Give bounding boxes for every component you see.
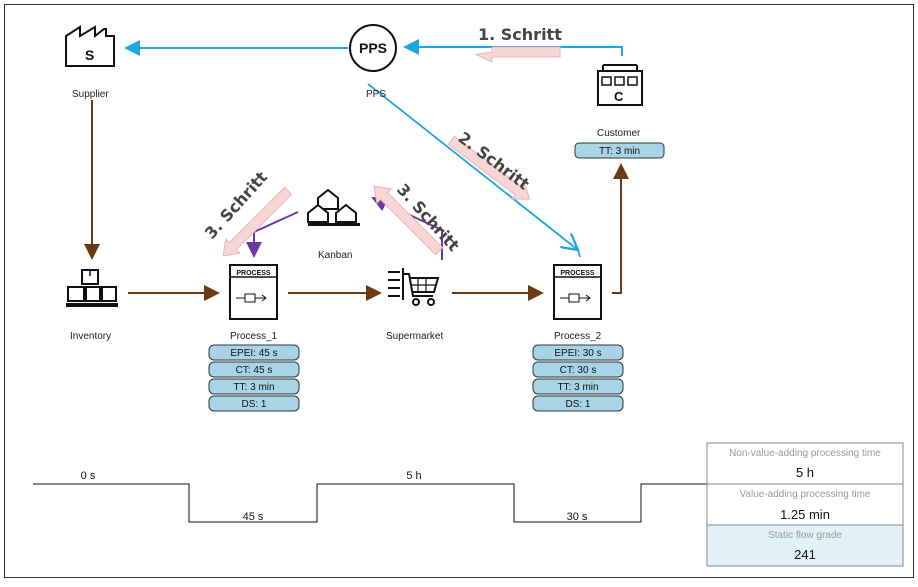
process1-attr-text: CT: 45 s — [236, 365, 273, 376]
info-line-pps-to-process2 — [367, 83, 578, 250]
canvas-border — [4, 4, 914, 578]
process2-attr-text: TT: 3 min — [557, 382, 598, 393]
process-arrow-icon — [560, 293, 591, 303]
kanban-node[interactable]: Kanban — [307, 188, 360, 261]
process2-box — [553, 264, 602, 320]
step1-label: 1. Schritt — [478, 25, 562, 44]
process2-attr-box — [532, 378, 624, 395]
customer-letter: C — [614, 89, 624, 104]
process2-header: PROCESS — [560, 270, 595, 277]
process1-attr-text: TT: 3 min — [233, 382, 274, 393]
process2-attr-box — [532, 344, 624, 361]
process1-header: PROCESS — [236, 270, 271, 277]
kanban-icon — [307, 188, 360, 226]
factory-icon: S — [65, 25, 115, 67]
flow-label: Static flow grade — [768, 530, 842, 541]
timeline-line — [33, 483, 707, 523]
summary-panel: Non-value-adding processing time 5 h Val… — [706, 442, 904, 567]
step3-left-arrow — [222, 186, 293, 257]
va-value: 1.25 min — [780, 507, 830, 522]
nva-value: 5 h — [796, 465, 814, 480]
process2-attr-text: EPEI: 30 s — [554, 348, 601, 359]
process1-attr-box — [208, 395, 300, 412]
timeline-label-1: 0 s — [81, 470, 96, 482]
pps-circle-icon — [349, 24, 397, 72]
material-flow-lines — [84, 100, 629, 301]
step2-arrow — [447, 135, 531, 200]
pps-node[interactable]: PPS PPS — [349, 24, 397, 100]
nva-cell — [706, 442, 904, 485]
process1-attr-box — [208, 378, 300, 395]
process1-attr-text: DS: 1 — [241, 399, 266, 410]
timeline: 0 s 45 s 5 h 30 s — [33, 470, 707, 523]
supplier-label: Supplier — [72, 89, 109, 100]
process1-attr-box — [208, 344, 300, 361]
process1-node[interactable]: PROCESS Process_1 EPEI: 45 s CT: 45 s TT: … — [208, 264, 300, 412]
info-line-customer-to-pps — [403, 39, 623, 56]
customer-icon: C — [597, 64, 643, 106]
pps-label: PPS — [366, 89, 386, 100]
process2-attr-text: DS: 1 — [565, 399, 590, 410]
inventory-label: Inventory — [70, 331, 111, 342]
process2-attr-box — [532, 361, 624, 378]
timeline-label-2: 45 s — [243, 511, 264, 523]
process2-attr-box — [532, 395, 624, 412]
step3-left-label: 3. Schritt — [201, 167, 271, 242]
supplier-letter: S — [85, 47, 94, 63]
step-arrows — [222, 46, 561, 257]
customer-label: Customer — [597, 128, 641, 139]
flow-cell — [706, 524, 904, 567]
timeline-label-4: 30 s — [567, 511, 588, 523]
nva-label: Non-value-adding processing time — [729, 448, 881, 459]
pps-icon-text: PPS — [359, 40, 387, 56]
va-label: Value-adding processing time — [739, 489, 870, 500]
supermarket-label: Supermarket — [386, 331, 443, 342]
step1-arrow — [474, 46, 561, 63]
customer-tt-text: TT: 3 min — [599, 146, 640, 157]
process1-label: Process_1 — [230, 331, 278, 342]
va-cell — [706, 483, 904, 526]
kanban-label: Kanban — [318, 250, 352, 261]
step3-right-arrow — [373, 185, 444, 256]
process1-attr-box — [208, 361, 300, 378]
inventory-node[interactable]: Inventory — [66, 269, 118, 342]
process2-node[interactable]: PROCESS Process_2 EPEI: 30 s CT: 30 s TT: … — [532, 264, 624, 412]
material-line-process2-to-customer — [612, 163, 629, 294]
customer-node[interactable]: C Customer TT: 3 min — [574, 64, 665, 159]
process2-label: Process_2 — [554, 331, 602, 342]
process1-attr-text: EPEI: 45 s — [230, 348, 277, 359]
process1-box — [229, 264, 278, 320]
process-arrow-icon — [236, 293, 267, 303]
info-line-pps-to-process2-tip — [577, 249, 581, 258]
customer-tt-box — [574, 142, 665, 159]
inventory-boxes-icon — [66, 269, 118, 307]
timeline-label-3: 5 h — [406, 470, 421, 482]
supermarket-node[interactable]: Supermarket — [386, 268, 443, 342]
supplier-node[interactable]: S Supplier — [65, 25, 115, 100]
flow-value: 241 — [794, 547, 816, 562]
info-flow-lines — [124, 39, 623, 258]
shopping-cart-icon — [388, 268, 440, 306]
process2-attr-text: CT: 30 s — [560, 365, 597, 376]
